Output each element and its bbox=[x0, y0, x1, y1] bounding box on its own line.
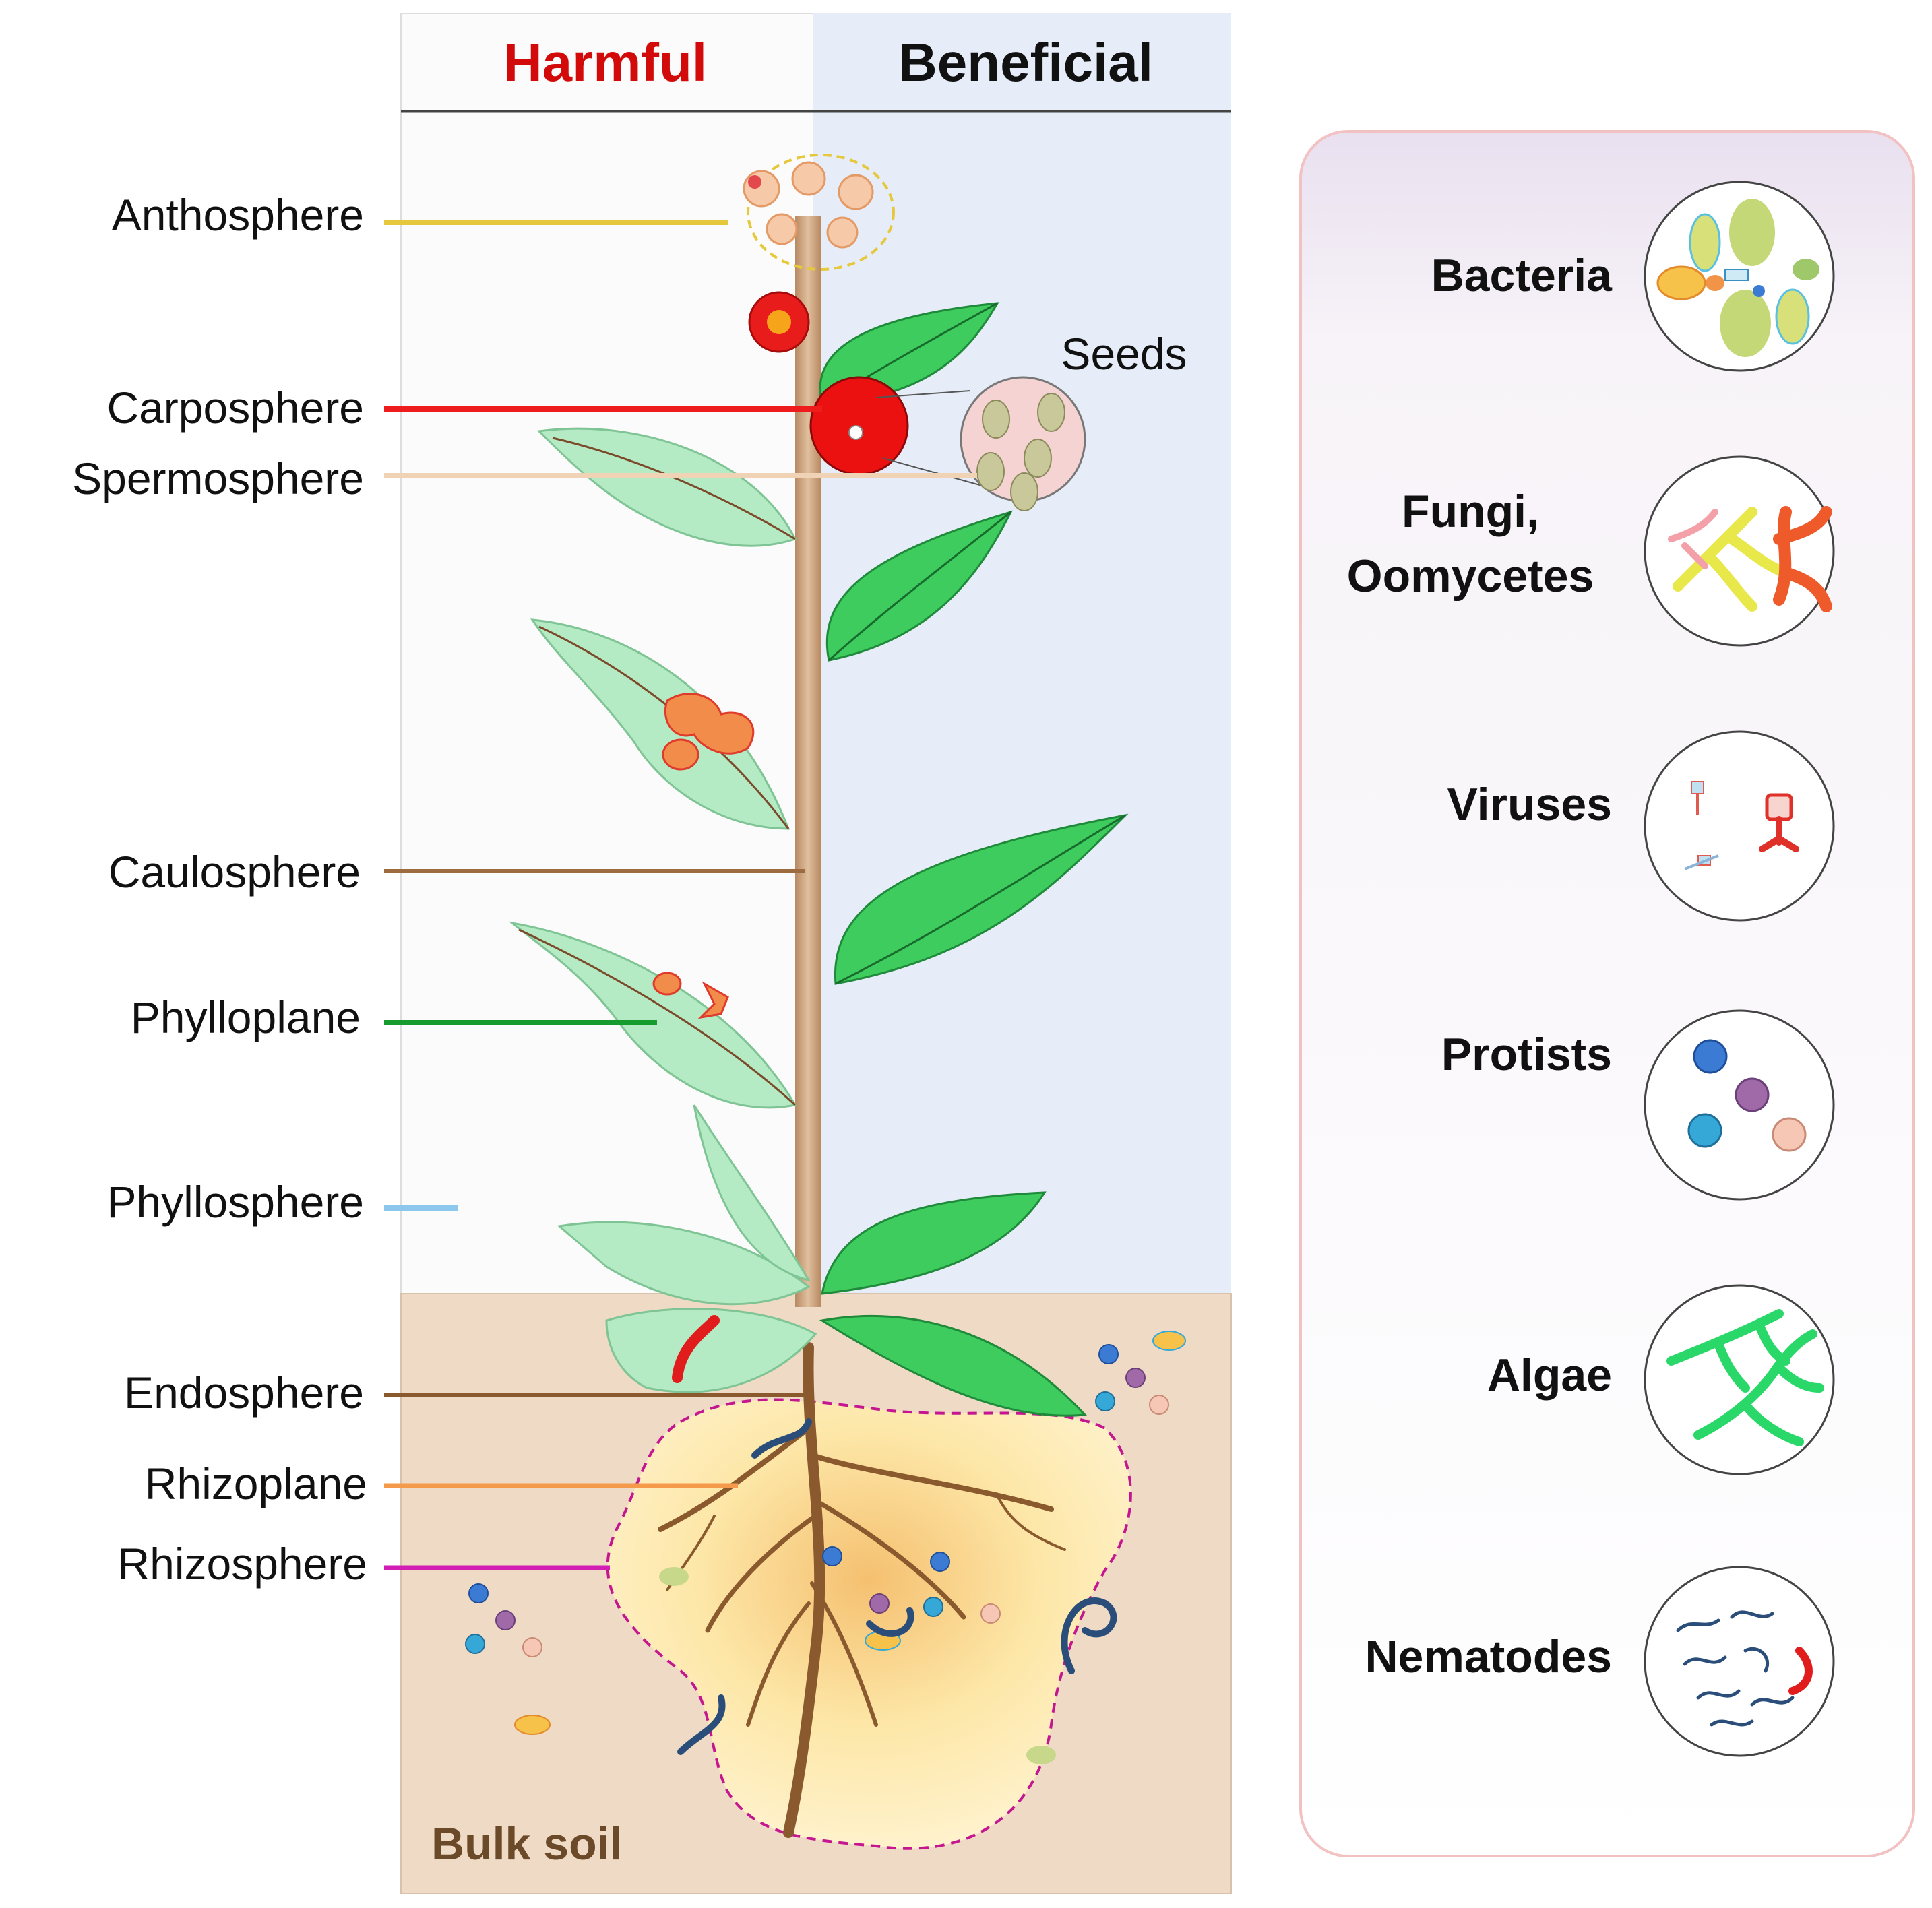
legend-fungi: Fungi, Oomycetes bbox=[1347, 455, 1835, 647]
fungi-icon bbox=[1644, 455, 1835, 647]
stem bbox=[795, 216, 821, 1307]
spermosphere-label: Spermosphere bbox=[72, 453, 364, 503]
rhizosphere-label: Rhizosphere bbox=[117, 1539, 367, 1589]
caulosphere-label: Caulosphere bbox=[108, 847, 361, 897]
legend-panel bbox=[1299, 130, 1915, 1857]
legend-bacteria: Bacteria bbox=[1431, 181, 1835, 372]
legend-algae-label: Algae bbox=[1487, 1349, 1612, 1401]
carposphere-label: Carposphere bbox=[106, 383, 364, 433]
phylloplane-label: Phylloplane bbox=[131, 992, 361, 1042]
nematode-icon bbox=[1644, 1566, 1835, 1757]
legend-protists-label: Protists bbox=[1441, 1029, 1612, 1080]
virus-icon bbox=[1644, 730, 1835, 922]
seeds-label: Seeds bbox=[1061, 329, 1187, 379]
phyllosphere-label: Phyllosphere bbox=[106, 1177, 364, 1227]
harmful-nematode bbox=[672, 1315, 720, 1383]
soil-nematodes bbox=[677, 1418, 1117, 1755]
legend-fungi-label-line2: Oomycetes bbox=[1347, 550, 1594, 602]
seeds-inset bbox=[875, 376, 1086, 511]
legend-bacteria-label: Bacteria bbox=[1431, 250, 1613, 301]
header-beneficial: Beneficial bbox=[898, 32, 1153, 92]
fruits bbox=[748, 291, 909, 476]
endosphere-label: Endosphere bbox=[124, 1368, 364, 1418]
legend-nematodes-label: Nematodes bbox=[1365, 1631, 1612, 1682]
leaf-lesions bbox=[652, 693, 755, 1019]
legend-protists: Protists bbox=[1441, 1009, 1835, 1201]
soil-microbes bbox=[465, 1331, 1186, 1764]
leaves-harmful bbox=[508, 427, 817, 1393]
anthosphere-label: Anthosphere bbox=[112, 190, 364, 240]
beneficial-panel bbox=[813, 13, 1231, 1294]
legend-viruses-label: Viruses bbox=[1447, 779, 1612, 830]
legend-viruses: Viruses bbox=[1447, 730, 1835, 922]
legend-fungi-label-line1: Fungi, bbox=[1402, 486, 1539, 537]
bulk-soil-label: Bulk soil bbox=[431, 1818, 622, 1870]
legend-algae: Algae bbox=[1487, 1284, 1835, 1475]
tomato-large bbox=[809, 376, 909, 476]
header-harmful: Harmful bbox=[503, 32, 707, 92]
legend-nematodes: Nematodes bbox=[1365, 1566, 1835, 1757]
compartment-labels: Anthosphere Carposphere Spermosphere Cau… bbox=[72, 190, 977, 1589]
rhizoplane-label: Rhizoplane bbox=[145, 1459, 367, 1508]
flower-cluster bbox=[743, 154, 895, 271]
